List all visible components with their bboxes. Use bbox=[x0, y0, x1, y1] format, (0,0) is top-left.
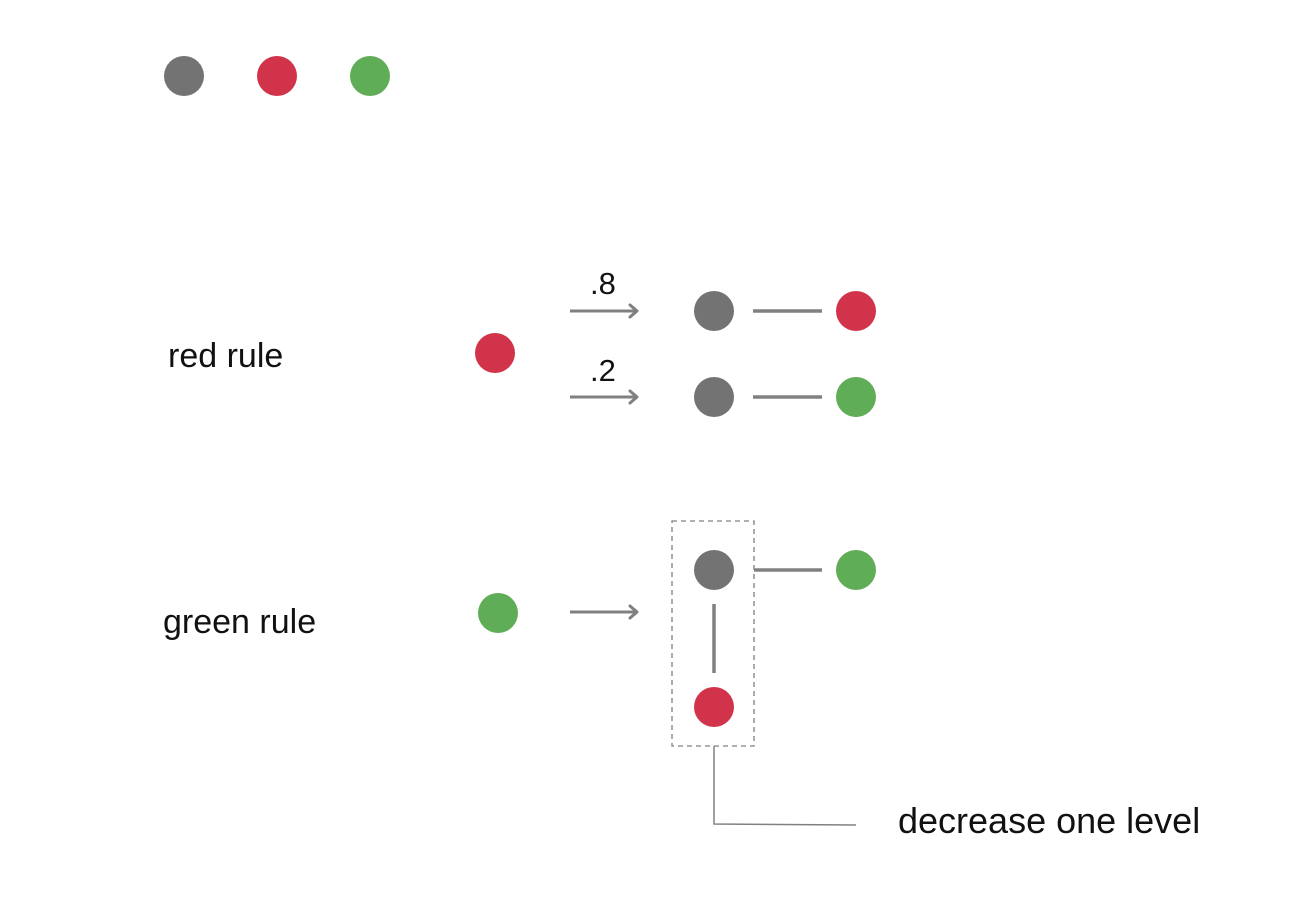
annotation-leader-line bbox=[713, 746, 857, 826]
green-rule-right-node bbox=[836, 550, 876, 590]
red-rule-input-node bbox=[475, 333, 515, 373]
legend-red-node bbox=[257, 56, 297, 96]
branch-1-from-node bbox=[694, 291, 734, 331]
legend-gray-node bbox=[164, 56, 204, 96]
branch-1-arrow bbox=[570, 303, 639, 319]
decrease-level-annotation: decrease one level bbox=[898, 800, 1200, 841]
red-rule: red rule .8 .2 bbox=[168, 266, 876, 417]
red-rule-label: red rule bbox=[168, 337, 283, 375]
green-rule-top-node bbox=[694, 550, 734, 590]
branch-2-probability: .2 bbox=[590, 353, 616, 388]
green-rule-input-node bbox=[478, 593, 518, 633]
branch-1-to-node bbox=[836, 291, 876, 331]
legend bbox=[164, 56, 390, 96]
branch-2-from-node bbox=[694, 377, 734, 417]
branch-1-probability: .8 bbox=[590, 266, 616, 301]
red-rule-branch-2: .2 bbox=[570, 353, 876, 417]
decrease-level-box bbox=[671, 520, 755, 747]
red-rule-branch-1: .8 bbox=[570, 266, 876, 331]
green-rule-arrow bbox=[570, 604, 639, 620]
green-rule-label: green rule bbox=[163, 603, 316, 641]
branch-2-arrow bbox=[570, 389, 639, 405]
green-rule-bottom-node bbox=[694, 687, 734, 727]
branch-2-to-node bbox=[836, 377, 876, 417]
green-rule: green rule decrease one level bbox=[163, 520, 1200, 841]
legend-green-node bbox=[350, 56, 390, 96]
